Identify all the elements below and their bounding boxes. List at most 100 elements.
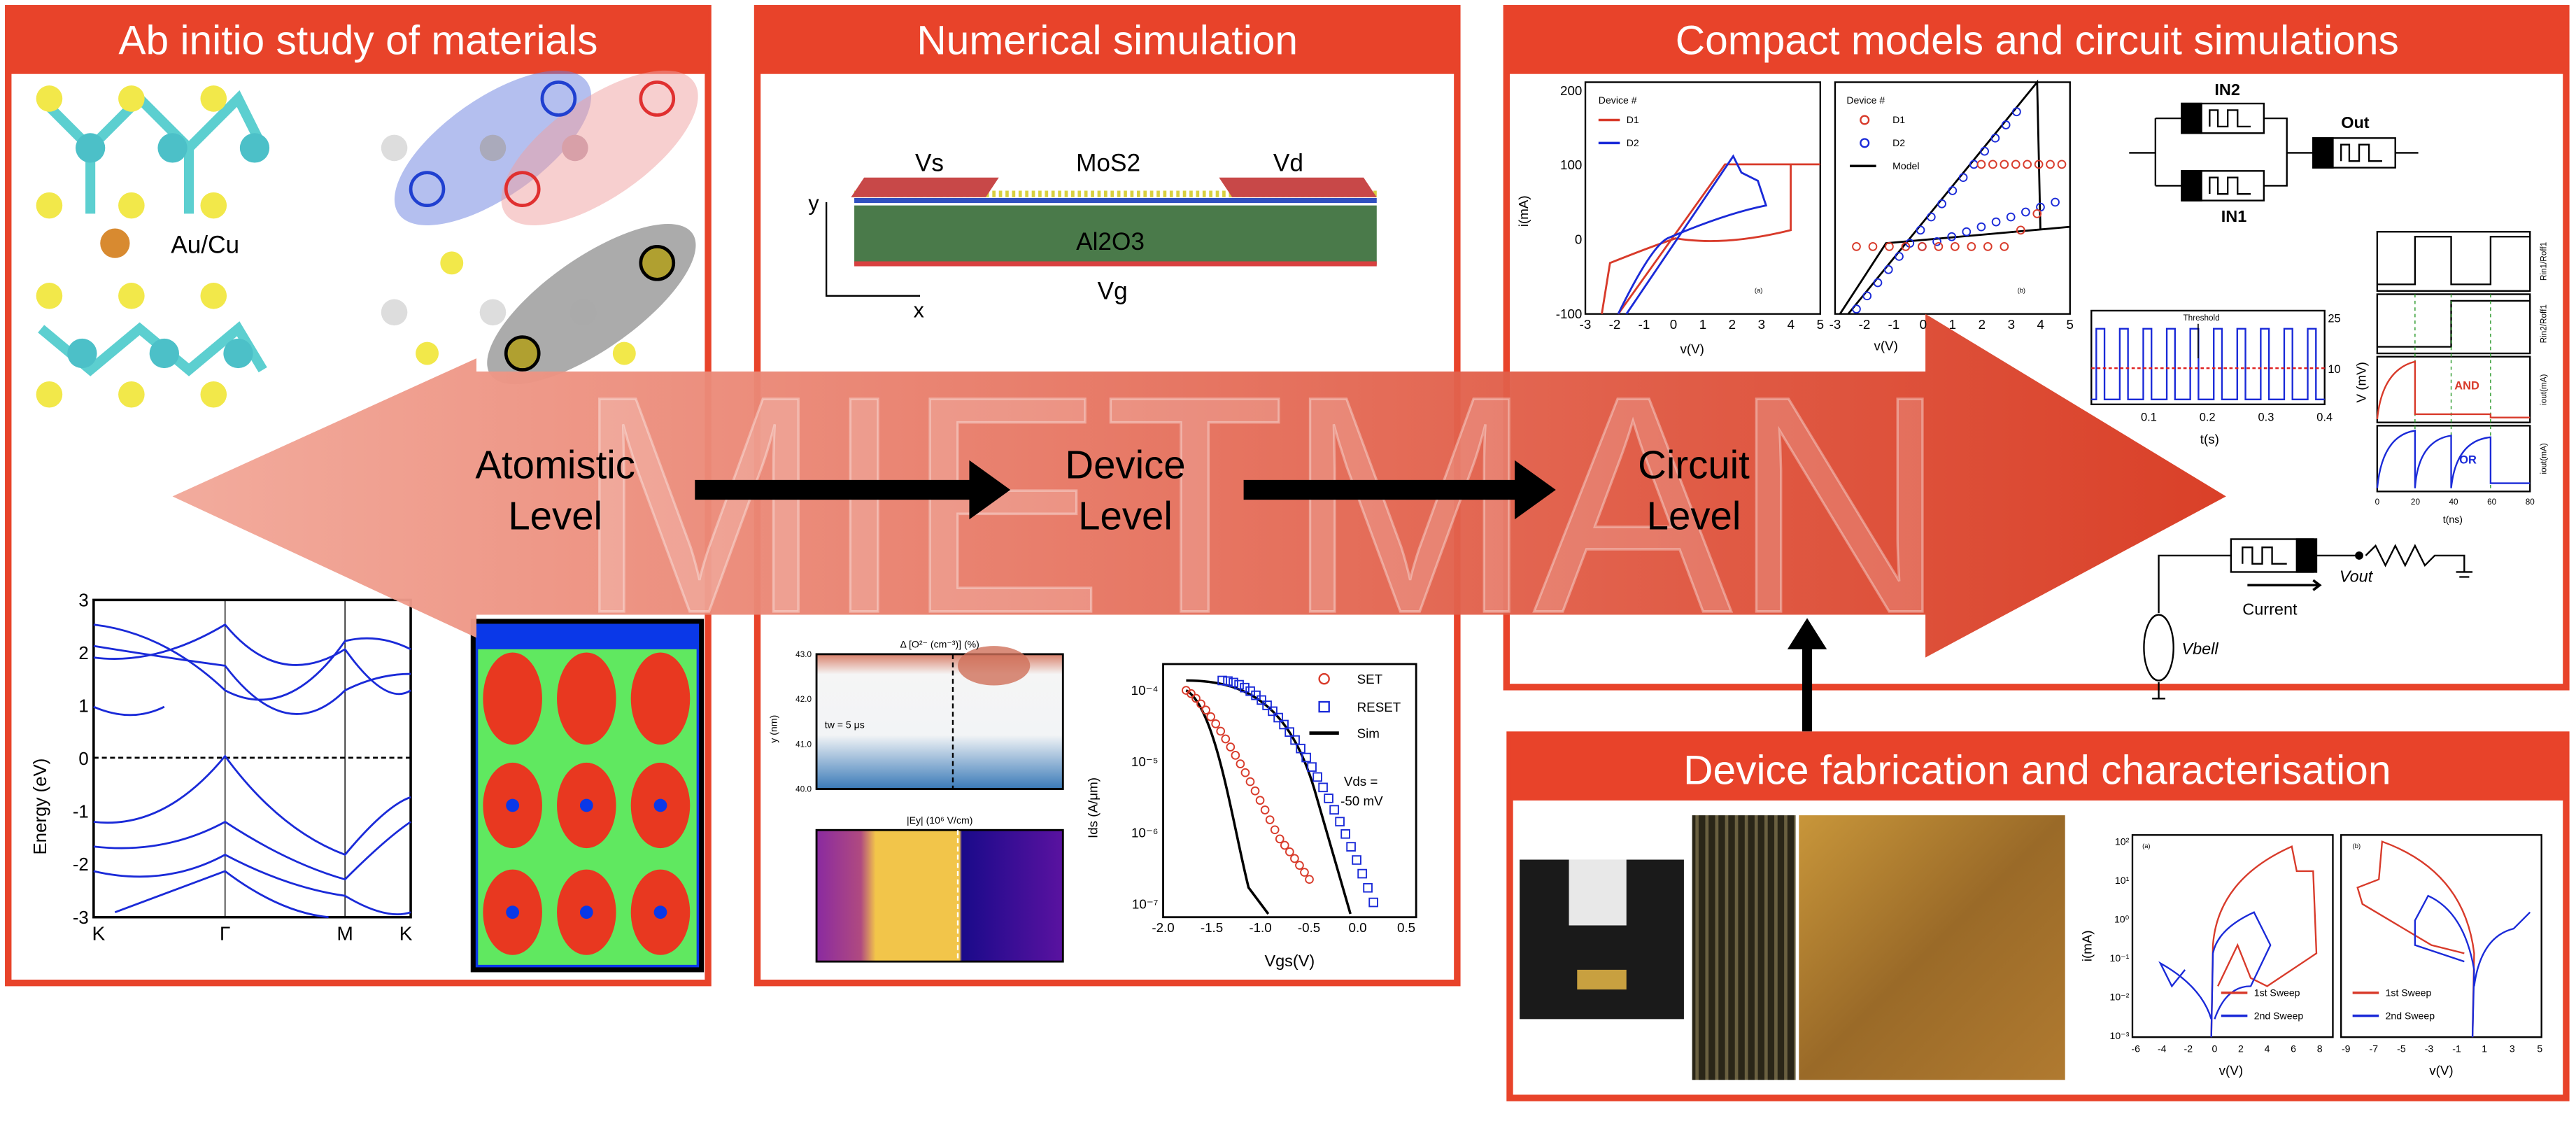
data-point — [1301, 752, 1311, 763]
fab-ytick: 10¹ — [2115, 875, 2130, 886]
xlabel: t(ns) — [2443, 514, 2463, 525]
data-point — [1245, 777, 1255, 787]
data-point — [1307, 762, 1317, 772]
vds-annotation-1: Vds = — [1344, 774, 1378, 789]
iv-a-ytick: -100 — [1556, 306, 1583, 321]
iv-plot-b: Device # D1 D2 Model (b) v(V) — [1834, 79, 2071, 353]
arrow-up-icon — [1787, 618, 1827, 732]
band-curves — [93, 623, 411, 919]
iv-a-xtick: 1 — [1699, 317, 1706, 332]
band-ytick: 2 — [78, 644, 88, 663]
data-point — [1852, 304, 1861, 313]
data-point — [1324, 794, 1333, 803]
ylabel: i(mA) — [2079, 930, 2094, 961]
data-point — [1187, 689, 1196, 698]
transfer-ytick: 10⁻⁶ — [1131, 826, 1159, 840]
data-point — [1926, 212, 1936, 222]
data-point — [1273, 712, 1283, 723]
fab-ytick: 10⁻² — [2110, 991, 2130, 1002]
map1-title: Δ [O²⁻ (cm⁻³)] (%) — [900, 638, 979, 649]
panel-tag: (b) — [2018, 286, 2025, 294]
in1-label: IN1 — [2221, 207, 2247, 225]
pulse-xtick: 0.4 — [2316, 411, 2333, 423]
iv-b-xtick: 5 — [2067, 317, 2074, 332]
legend-d2: D2 — [1892, 137, 1905, 148]
data-point — [1240, 768, 1250, 777]
legend-first-sweep: 1st Sweep — [2386, 987, 2432, 998]
data-point — [2001, 120, 2011, 129]
data-point — [1250, 786, 1260, 796]
log-iv-plot-a: (a) 1st Sweep 2nd Sweep i(mA) v(V) — [2079, 834, 2334, 1078]
data-point — [1223, 676, 1233, 686]
map1-ytick: 42.0 — [795, 695, 812, 704]
data-point — [1270, 825, 1280, 835]
iv-b-xtick: -3 — [1830, 317, 1841, 332]
fab-b-xtick: 5 — [2537, 1043, 2542, 1054]
iv-b-xtick: 4 — [2037, 317, 2044, 332]
afm-surface-image — [1799, 815, 2065, 1080]
logic-ylabel: Rin2/Roff1 — [2540, 304, 2549, 343]
data-point — [1268, 706, 1278, 717]
data-point — [1895, 252, 1904, 261]
logic-timing-plots: AND OR t(ns) Rin1/Roff1Rin2/Roff1iout(mA… — [2376, 231, 2549, 525]
pulse-train-plot: Threshold t(s) V (mV) — [2090, 309, 2368, 446]
pulse-xtick: 0.2 — [2200, 411, 2216, 423]
panel-title: Ab initio study of materials — [118, 18, 597, 64]
current-label: Current — [2242, 600, 2298, 619]
data-point — [1368, 897, 1378, 908]
logic-gate-circuit: IN2 IN1 Out — [2129, 80, 2419, 225]
logic-xtick: 20 — [2411, 498, 2421, 507]
data-point — [1290, 854, 1299, 863]
data-point — [1196, 699, 1205, 709]
microscope-image — [1692, 815, 1796, 1080]
fab-b-xtick: -9 — [2342, 1043, 2351, 1054]
band-ytick: -3 — [73, 908, 89, 928]
device-level-line2: Level — [1078, 493, 1173, 537]
legend-d2: D2 — [1627, 137, 1639, 148]
band-structure-plot: Energy (eV) — [31, 598, 412, 919]
fab-ytick: 10⁰ — [2114, 913, 2130, 924]
data-point — [1335, 817, 1345, 827]
data-point — [1346, 842, 1356, 852]
data-point — [1852, 242, 1861, 251]
data-point — [1201, 705, 1210, 715]
data-point — [2006, 212, 2016, 222]
transfer-curve-plot: Ids (A/μm) Vgs(V) SET RESET Sim Vds = -5… — [1086, 663, 1417, 970]
data-point — [1951, 242, 1960, 251]
xlabel: v(V) — [1874, 338, 1898, 353]
data-point — [1285, 727, 1294, 737]
fab-a-xtick: 4 — [2265, 1043, 2270, 1054]
device-schematic: Vs MoS2 Vd Al2O3 Vg y x — [808, 149, 1377, 322]
data-point — [1918, 242, 1927, 251]
data-point — [1229, 677, 1238, 688]
data-point — [1265, 815, 1275, 824]
iv-a-xtick: 3 — [1758, 317, 1765, 332]
or-label: OR — [2459, 453, 2477, 466]
fab-a-xtick: -4 — [2158, 1043, 2167, 1054]
map1-ylabel: y (nm) — [768, 715, 779, 743]
data-point — [1221, 734, 1231, 744]
mos2-label: MoS2 — [1076, 149, 1140, 176]
ylabel: i(mA) — [1516, 195, 1531, 227]
data-point — [1296, 743, 1305, 754]
data-point — [1211, 719, 1221, 728]
au-cu-atom — [100, 228, 130, 258]
data-point — [1312, 772, 1322, 782]
band-ytick: -2 — [73, 855, 89, 875]
data-point — [1280, 840, 1289, 850]
pulse-xtick: 0.3 — [2258, 411, 2274, 423]
oxygen-vacancy-map: Δ [O²⁻ (cm⁻³)] (%) y (nm) tw = 5 μs — [768, 638, 1064, 790]
crystal-structure-top — [36, 85, 270, 219]
data-point — [1947, 232, 1957, 241]
data-point — [2046, 160, 2055, 169]
defect-structure-bottom — [381, 224, 696, 385]
data-point — [1962, 227, 1972, 237]
data-point — [1967, 242, 1976, 251]
transfer-xtick: 0.5 — [1397, 920, 1415, 935]
atomistic-level-line1: Atomistic — [475, 443, 635, 487]
data-point — [1990, 133, 2000, 143]
iv-b-xtick: 3 — [2008, 317, 2015, 332]
transfer-ytick: 10⁻⁵ — [1131, 754, 1159, 769]
y-axis-label: y — [808, 192, 819, 216]
band-xtick: M — [337, 922, 353, 945]
